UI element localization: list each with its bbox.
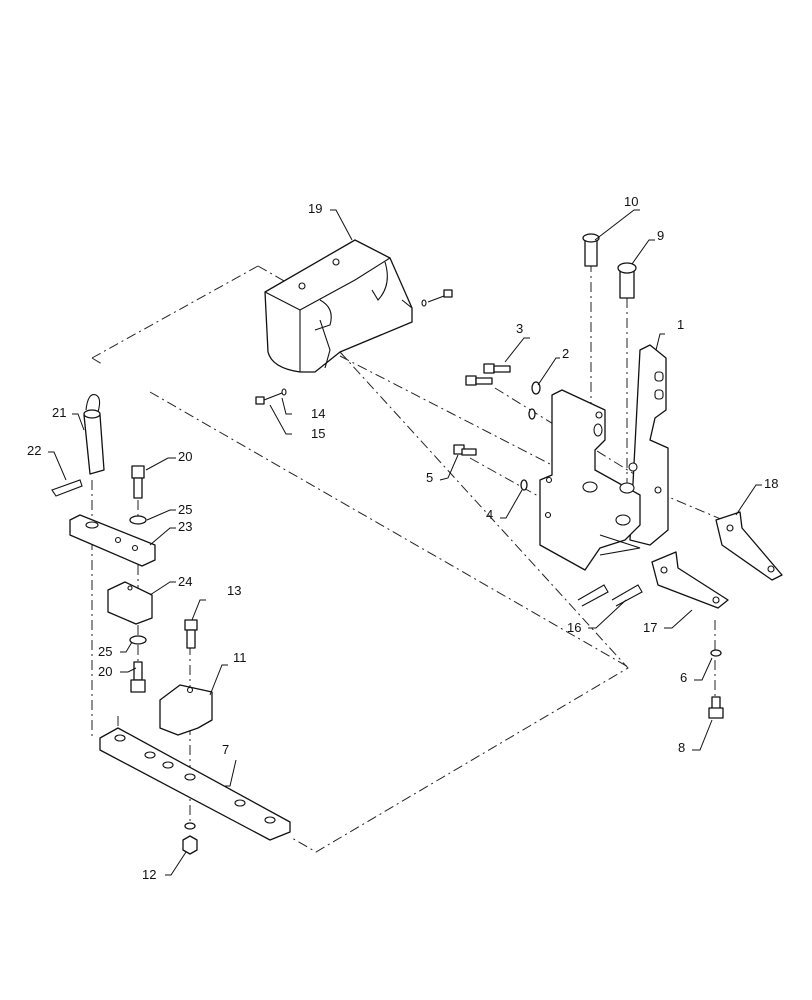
bolt-20-upper	[131, 465, 145, 499]
cover-bolt-small	[255, 388, 287, 405]
main-bracket	[539, 344, 669, 571]
bolt-3-lower	[465, 375, 493, 386]
callout-labels: 1 2 3 4 5 6 7 8 9 10 11 12 13 14 15 16 1…	[27, 194, 778, 882]
bolt-3	[483, 363, 511, 374]
cover-bolt-upper	[421, 289, 453, 307]
callout-7: 7	[222, 742, 229, 757]
callout-10: 10	[624, 194, 638, 209]
nut-12	[182, 822, 198, 855]
callout-8: 8	[678, 740, 685, 755]
callout-14: 14	[311, 406, 325, 421]
bolt-5	[453, 444, 477, 456]
callout-5: 5	[426, 470, 433, 485]
block-24	[107, 581, 153, 625]
hair-pin-22	[51, 479, 83, 497]
callout-17: 17	[643, 620, 657, 635]
callout-20-lower: 20	[98, 664, 112, 679]
callout-25-lower: 25	[98, 644, 112, 659]
washer-2	[528, 381, 541, 420]
callout-13: 13	[227, 583, 241, 598]
bolt-8	[708, 696, 724, 719]
callout-9: 9	[657, 228, 664, 243]
bolt-20-lower	[130, 661, 146, 693]
callout-25-upper: 25	[178, 502, 192, 517]
callout-3: 3	[516, 321, 523, 336]
angle-bracket-17	[651, 551, 729, 609]
callout-18: 18	[764, 476, 778, 491]
callout-12: 12	[142, 867, 156, 882]
callout-16: 16	[567, 620, 581, 635]
callout-2: 2	[562, 346, 569, 361]
shield-cover	[264, 239, 413, 373]
drawbar-7	[99, 727, 291, 841]
callout-15: 15	[311, 426, 325, 441]
callout-20-upper: 20	[178, 449, 192, 464]
cotter-pin-16	[577, 584, 643, 607]
washer-6	[710, 649, 722, 657]
callout-6: 6	[680, 670, 687, 685]
bolt-13	[184, 619, 198, 649]
callout-21: 21	[52, 405, 66, 420]
washer-25-upper	[129, 515, 147, 525]
callout-22: 22	[27, 443, 41, 458]
washer-25-lower	[129, 635, 147, 645]
callout-24: 24	[178, 574, 192, 589]
callout-4: 4	[486, 507, 493, 522]
callout-23: 23	[178, 519, 192, 534]
washer-4	[520, 479, 528, 491]
pin-10	[582, 233, 600, 267]
callout-19: 19	[308, 201, 322, 216]
angle-bracket-18	[715, 511, 783, 581]
hitch-pin-21	[83, 394, 105, 475]
callout-1: 1	[677, 317, 684, 332]
leader-lines	[48, 209, 762, 876]
clip-11	[159, 684, 213, 736]
pin-9	[617, 262, 637, 299]
callout-11: 11	[233, 650, 247, 665]
bar-23	[69, 514, 156, 567]
